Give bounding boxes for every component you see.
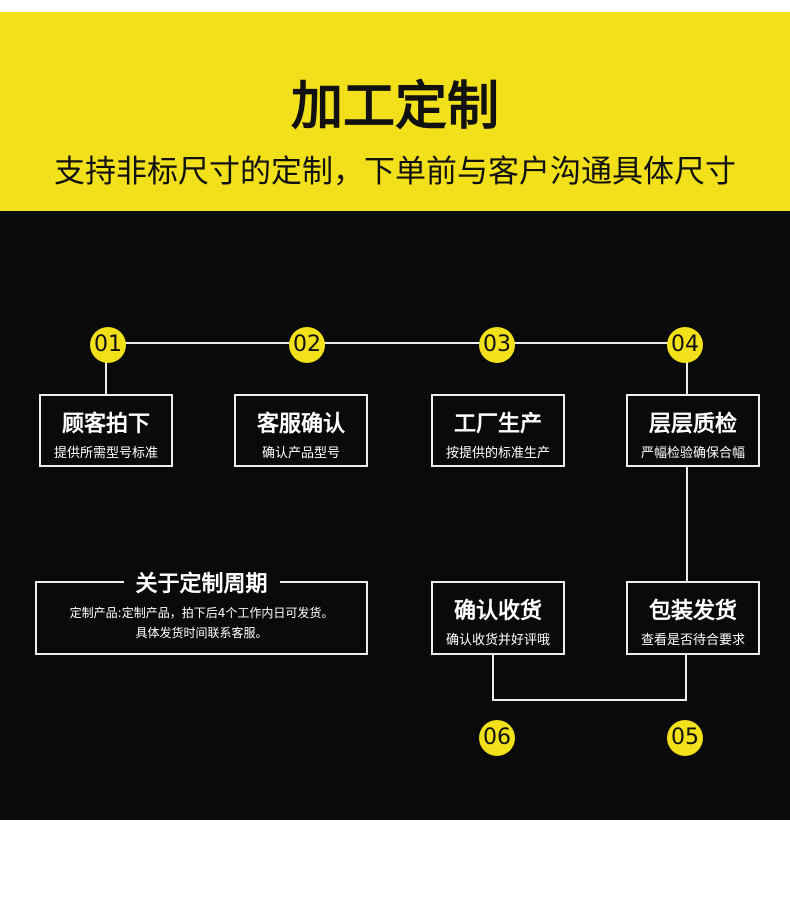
custom-period-box: 关于定制周期 定制产品:定制产品，拍下后4个工作内日可发货。 具体发货时间联系客… — [35, 566, 368, 655]
step-box-06: 确认收货 确认收货并好评哦 — [431, 581, 565, 655]
period-line-2: 具体发货时间联系客服。 — [135, 626, 268, 640]
process-section — [0, 211, 790, 820]
step-number-06: 06 — [479, 720, 515, 756]
step-box-04: 层层质检 严幅检验确保合幅 — [626, 394, 760, 467]
connector-line — [685, 653, 687, 700]
step-box-01: 顾客拍下 提供所需型号标准 — [39, 394, 173, 467]
connector-line — [492, 653, 494, 700]
step-title: 顾客拍下 — [61, 412, 150, 437]
step-number-03: 03 — [479, 327, 515, 363]
connector-line — [686, 465, 688, 582]
step-title: 层层质检 — [648, 412, 737, 437]
step-title: 确认收货 — [453, 599, 542, 624]
step-title: 工厂生产 — [453, 412, 542, 437]
header-banner: 加工定制 支持非标尺寸的定制，下单前与客户沟通具体尺寸 — [0, 12, 790, 211]
page-title: 加工定制 — [290, 77, 499, 137]
connector-line — [492, 699, 687, 701]
step-number-04: 04 — [667, 327, 703, 363]
step-box-02: 客服确认 确认产品型号 — [234, 394, 368, 467]
step-desc: 确认产品型号 — [261, 446, 340, 461]
step-desc: 查看是否待合要求 — [640, 633, 745, 648]
connector-line — [686, 345, 688, 395]
period-line-1: 定制产品:定制产品，拍下后4个工作内日可发货。 — [69, 606, 334, 620]
page-subtitle: 支持非标尺寸的定制，下单前与客户沟通具体尺寸 — [54, 154, 736, 190]
step-number-05: 05 — [667, 720, 703, 756]
connector-line — [105, 345, 107, 395]
step-desc: 确认收货并好评哦 — [445, 633, 550, 648]
step-number-01: 01 — [90, 327, 126, 363]
connector-line — [108, 342, 686, 344]
step-box-05: 包装发货 查看是否待合要求 — [626, 581, 760, 655]
step-title: 客服确认 — [256, 412, 345, 437]
step-number-02: 02 — [289, 327, 325, 363]
period-title: 关于定制周期 — [123, 566, 280, 598]
step-box-03: 工厂生产 按提供的标准生产 — [431, 394, 565, 467]
step-desc: 按提供的标准生产 — [445, 446, 550, 461]
step-title: 包装发货 — [648, 599, 737, 624]
step-desc: 提供所需型号标准 — [53, 446, 158, 461]
step-desc: 严幅检验确保合幅 — [640, 446, 745, 461]
